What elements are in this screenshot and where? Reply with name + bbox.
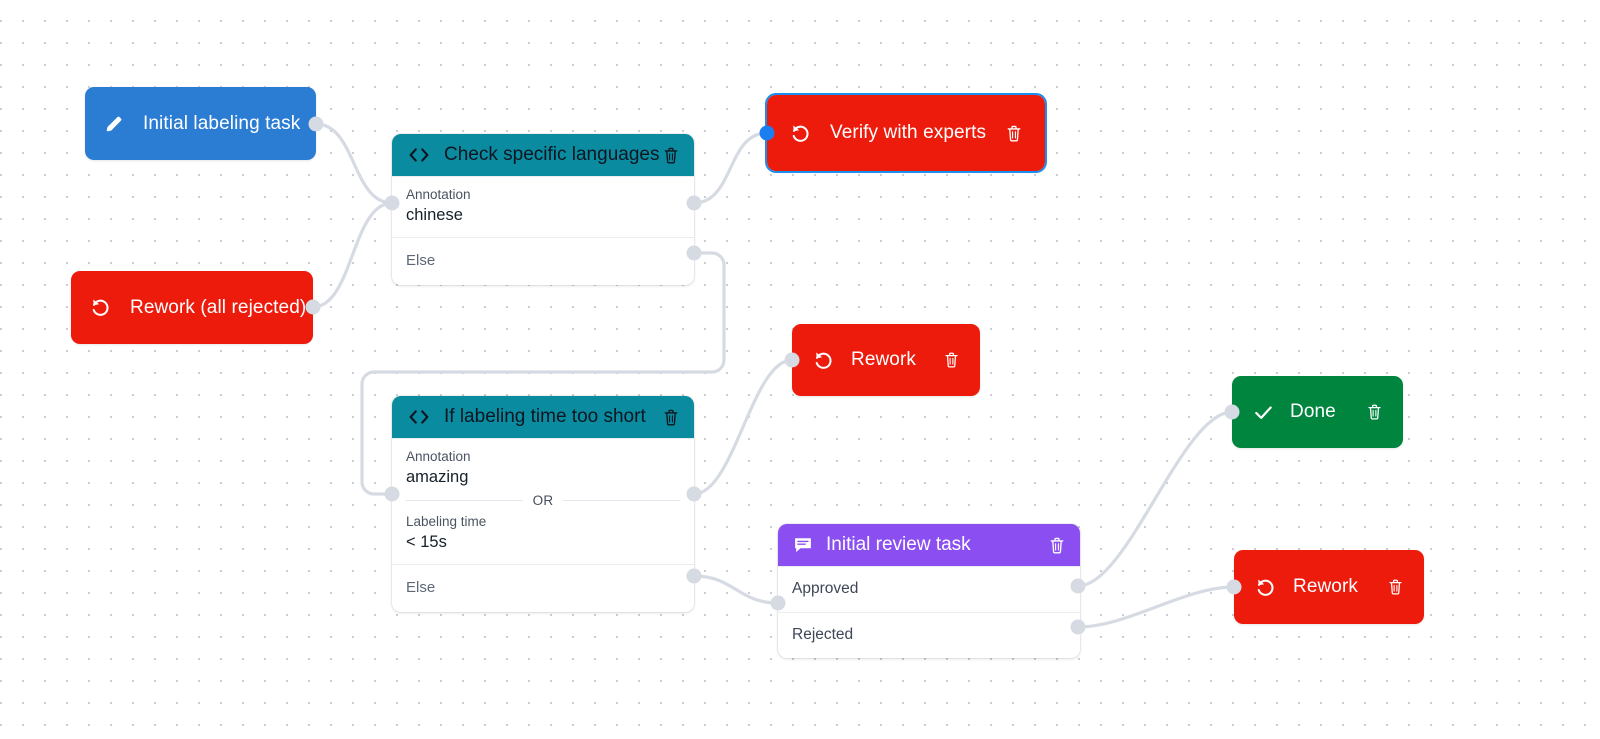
node-label: Rework (851, 349, 917, 370)
else-label: Else (406, 252, 436, 269)
else-label: Else (406, 579, 436, 596)
node-label: Rework (all rejected) (130, 296, 307, 318)
card-header[interactable]: Initial review task (778, 524, 1080, 566)
node-label: Rework (1293, 576, 1359, 597)
condition-row-annotation[interactable]: Annotation chinese (392, 176, 694, 237)
condition-value: chinese (406, 206, 463, 224)
condition-key: Labeling time (406, 514, 487, 529)
node-done[interactable]: Done (1232, 376, 1403, 448)
node-rework-all-rejected[interactable]: Rework (all rejected) (71, 271, 313, 344)
port-rework-all-rejected-output[interactable] (305, 299, 321, 315)
condition-row-else[interactable]: Else (392, 237, 694, 285)
trash-icon[interactable] (1387, 578, 1404, 596)
condition-operator-divider: OR (392, 490, 694, 510)
review-row-approved[interactable]: Approved (778, 566, 1080, 612)
review-outcome-label: Approved (792, 580, 859, 597)
edge-initial-labeling-to-check-languages (314, 122, 394, 205)
trash-icon[interactable] (1048, 536, 1066, 555)
edge-rework-all-rejected-to-check-languages (311, 201, 394, 309)
node-label: Done (1290, 401, 1336, 422)
port-check-languages-output-else[interactable] (686, 245, 702, 261)
port-rework-bottom-input[interactable] (1226, 579, 1242, 595)
edge-labeling-else-to-initial-review (692, 574, 780, 605)
node-initial-labeling-task[interactable]: Initial labeling task (85, 87, 316, 160)
code-brackets-icon (406, 146, 432, 164)
port-done-input[interactable] (1224, 404, 1240, 420)
condition-row-labeling-time[interactable]: Labeling time < 15s (392, 510, 694, 564)
review-outcome-label: Rejected (792, 626, 854, 643)
port-if-labeling-time-output-condition[interactable] (686, 486, 702, 502)
port-initial-review-output-approved[interactable] (1070, 578, 1086, 594)
rotate-left-icon (812, 349, 835, 372)
card-header[interactable]: Check specific languages (392, 134, 694, 176)
code-brackets-icon (406, 408, 432, 426)
condition-key: Annotation (406, 187, 471, 202)
card-title: Check specific languages (444, 144, 660, 165)
card-title: If labeling time too short (444, 406, 646, 427)
node-initial-review-task[interactable]: Initial review task Approved Rejected (778, 524, 1080, 658)
condition-row-else[interactable]: Else (392, 564, 694, 612)
condition-row-annotation[interactable]: Annotation amazing (392, 438, 694, 490)
check-icon (1252, 401, 1275, 424)
edge-approved-to-done (1076, 410, 1234, 588)
trash-icon[interactable] (662, 408, 680, 427)
pencil-icon (103, 113, 125, 135)
port-verify-with-experts-input[interactable] (759, 125, 775, 141)
operator-label: OR (532, 493, 554, 508)
trash-icon[interactable] (943, 351, 960, 369)
trash-icon[interactable] (1366, 403, 1383, 421)
review-row-rejected[interactable]: Rejected (778, 612, 1080, 658)
comment-icon (792, 534, 814, 556)
node-rework-middle[interactable]: Rework (792, 324, 980, 396)
rotate-left-icon (789, 122, 812, 145)
card-title: Initial review task (826, 534, 971, 555)
rotate-left-icon (1254, 576, 1277, 599)
port-if-labeling-time-input[interactable] (384, 486, 400, 502)
port-check-languages-output-chinese[interactable] (686, 195, 702, 211)
node-verify-with-experts[interactable]: Verify with experts (765, 93, 1047, 173)
card-header[interactable]: If labeling time too short (392, 396, 694, 438)
node-if-labeling-time-too-short[interactable]: If labeling time too short Annotation am… (392, 396, 694, 612)
port-check-languages-input[interactable] (384, 195, 400, 211)
port-initial-review-input[interactable] (770, 595, 786, 611)
edge-rejected-to-rework-bottom (1076, 585, 1236, 629)
rotate-left-icon (89, 296, 112, 319)
edge-labeling-condition-to-rework-middle (692, 358, 794, 496)
port-if-labeling-time-output-else[interactable] (686, 568, 702, 584)
port-initial-review-output-rejected[interactable] (1070, 619, 1086, 635)
trash-icon[interactable] (662, 146, 680, 165)
edge-chinese-to-verify-with-experts (692, 131, 769, 205)
node-check-specific-languages[interactable]: Check specific languages Annotation chin… (392, 134, 694, 285)
divider-line-right (563, 500, 681, 501)
node-label: Initial labeling task (143, 112, 301, 134)
condition-value: amazing (406, 468, 469, 486)
node-rework-bottom[interactable]: Rework (1234, 550, 1424, 624)
port-initial-labeling-task-output[interactable] (308, 116, 324, 132)
node-label: Verify with experts (830, 122, 987, 143)
divider-line-left (406, 500, 523, 501)
condition-key: Annotation (406, 449, 471, 464)
condition-value: < 15s (406, 533, 447, 551)
trash-icon[interactable] (1005, 124, 1023, 143)
port-rework-middle-input[interactable] (784, 352, 800, 368)
